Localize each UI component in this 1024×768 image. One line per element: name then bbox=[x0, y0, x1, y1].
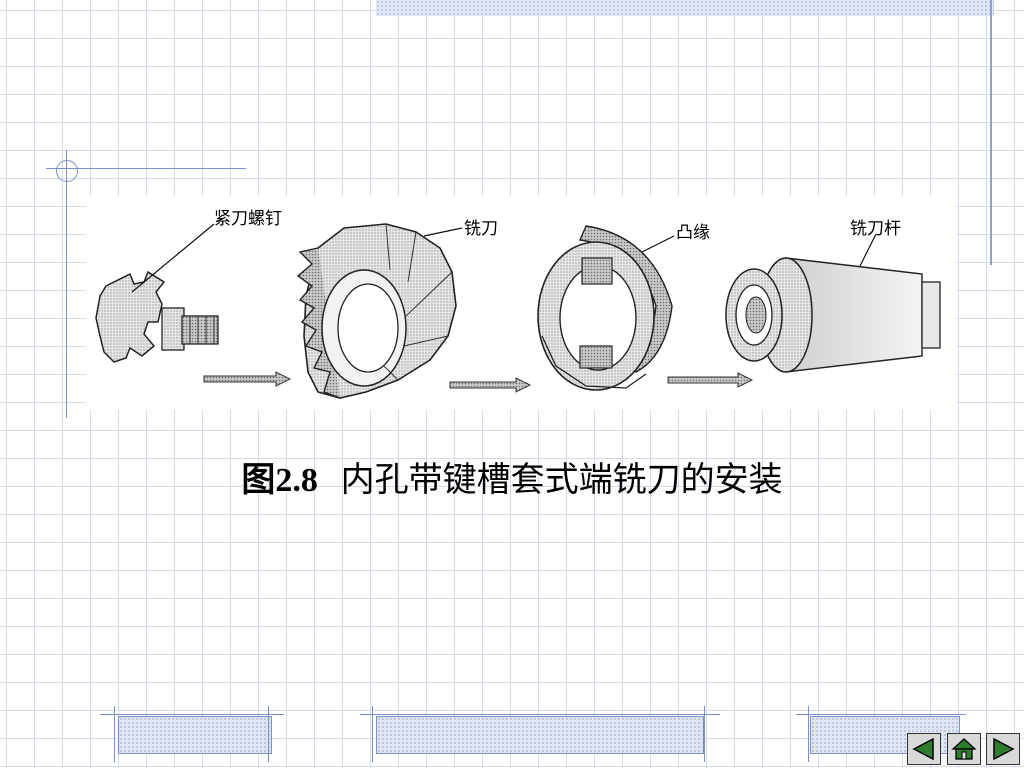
prev-slide-button[interactable] bbox=[907, 733, 941, 765]
caption-text: 内孔带键槽套式端铣刀的安装 bbox=[340, 460, 783, 500]
bottom-vline-2 bbox=[268, 706, 269, 762]
corner-vline bbox=[66, 150, 67, 418]
bottom-hline-1 bbox=[100, 714, 284, 715]
arrow-3 bbox=[667, 372, 754, 388]
corner-hline bbox=[46, 168, 246, 169]
left-triangle-icon bbox=[912, 737, 934, 761]
figure-caption: 图2.8 内孔带键槽套式端铣刀的安装 bbox=[0, 452, 1024, 501]
arrow-1 bbox=[203, 371, 292, 387]
label-flange: 凸缘 bbox=[676, 223, 710, 243]
home-button[interactable] bbox=[947, 733, 981, 765]
bottom-hline-3 bbox=[796, 714, 966, 715]
top-decor-band bbox=[376, 0, 994, 16]
cutter-drawing bbox=[296, 223, 457, 399]
assembly-illustration bbox=[95, 223, 941, 399]
screw-drawing bbox=[95, 270, 219, 363]
label-cutter: 铣刀 bbox=[464, 219, 498, 239]
label-screw: 紧刀螺钉 bbox=[214, 209, 282, 229]
bottom-decor-box-2 bbox=[376, 716, 704, 754]
home-icon bbox=[951, 738, 977, 760]
bottom-decor-box-1 bbox=[118, 716, 272, 754]
leader-lines bbox=[131, 223, 877, 293]
right-decor-line bbox=[990, 0, 992, 265]
direction-arrows bbox=[203, 371, 754, 393]
flange-drawing bbox=[537, 225, 673, 391]
right-triangle-icon bbox=[993, 737, 1015, 761]
bottom-vline-1 bbox=[114, 706, 115, 762]
bottom-vline-3 bbox=[372, 706, 373, 762]
bottom-hline-2 bbox=[360, 714, 720, 715]
figure-panel bbox=[86, 196, 956, 410]
next-slide-button[interactable] bbox=[986, 733, 1020, 765]
bottom-vline-5 bbox=[808, 706, 809, 762]
arrow-2 bbox=[449, 377, 532, 393]
caption-number: 图2.8 bbox=[241, 462, 318, 499]
corner-circle bbox=[56, 160, 78, 182]
bottom-vline-4 bbox=[704, 706, 705, 762]
arbor-drawing bbox=[725, 257, 941, 373]
label-arbor: 铣刀杆 bbox=[850, 219, 901, 239]
